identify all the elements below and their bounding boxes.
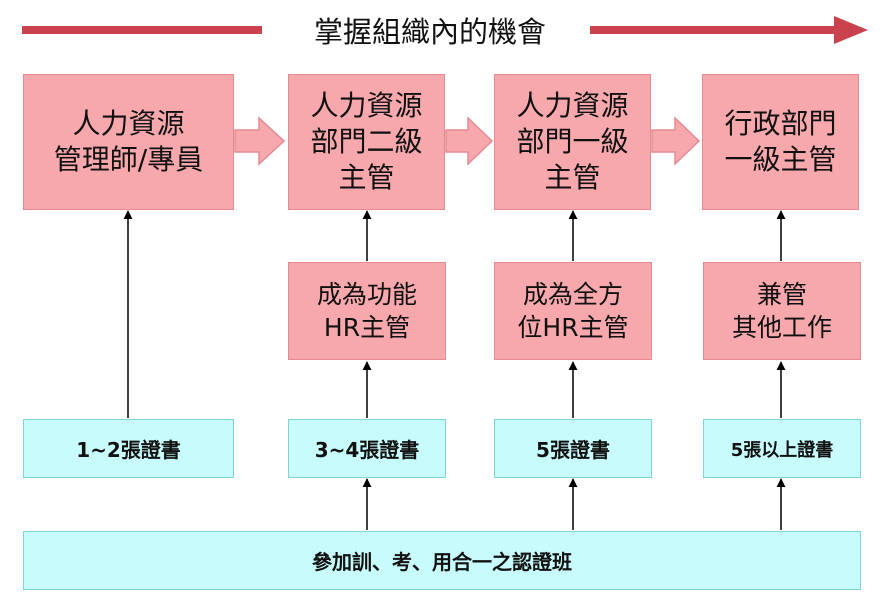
certificate-4: 5張以上證書	[703, 419, 861, 478]
career-step-2-line-3: 主管	[338, 161, 395, 194]
certificate-1-label: 1~2張證書	[76, 438, 181, 462]
career-step-4-line-1: 行政部門	[724, 107, 837, 140]
certificate-2: 3~4張證書	[288, 419, 446, 478]
training-bar-label: 參加訓、考、用合一之認證班	[312, 550, 572, 574]
career-step-3-line-1: 人力資源	[516, 89, 629, 122]
banner-arrowhead	[834, 16, 868, 44]
career-step-3-line-2: 部門一級	[516, 125, 629, 158]
career-step-3: 人力資源 部門一級 主管	[494, 74, 651, 210]
career-step-2-line-2: 部門二級	[310, 125, 423, 158]
certificate-4-label: 5張以上證書	[730, 439, 834, 461]
milestone-3-line-1: 兼管	[756, 280, 807, 309]
block-arrow-2	[445, 116, 494, 166]
career-step-2: 人力資源 部門二級 主管	[288, 74, 445, 210]
career-step-2-line-1: 人力資源	[310, 89, 423, 122]
block-arrow-3	[651, 116, 701, 166]
milestone-1-line-2: HR主管	[323, 313, 411, 342]
banner-arrow	[22, 16, 868, 44]
career-step-1-line-2: 管理師/專員	[53, 143, 204, 176]
career-step-4-line-2: 一級主管	[724, 143, 837, 176]
milestone-2-line-2: 位HR主管	[517, 313, 629, 342]
milestone-3-line-2: 其他工作	[731, 313, 832, 342]
certificate-2-label: 3~4張證書	[314, 438, 420, 462]
certificate-1: 1~2張證書	[23, 419, 234, 478]
career-step-3-line-3: 主管	[544, 161, 601, 194]
career-step-1: 人力資源 管理師/專員	[23, 74, 234, 210]
block-arrow-1	[234, 116, 286, 166]
milestone-1-line-1: 成為功能	[316, 280, 417, 309]
milestone-2-line-1: 成為全方	[522, 280, 623, 309]
certificate-3-label: 5張證書	[536, 438, 610, 462]
milestone-2: 成為全方 位HR主管	[494, 262, 652, 360]
milestone-3: 兼管 其他工作	[703, 262, 861, 360]
certificate-3: 5張證書	[494, 419, 652, 478]
career-step-4: 行政部門 一級主管	[702, 74, 859, 210]
training-bar: 參加訓、考、用合一之認證班	[23, 531, 861, 590]
diagram-title: 掌握組織內的機會	[270, 6, 590, 54]
milestone-1: 成為功能 HR主管	[288, 262, 446, 360]
career-step-1-line-1: 人力資源	[72, 107, 185, 140]
